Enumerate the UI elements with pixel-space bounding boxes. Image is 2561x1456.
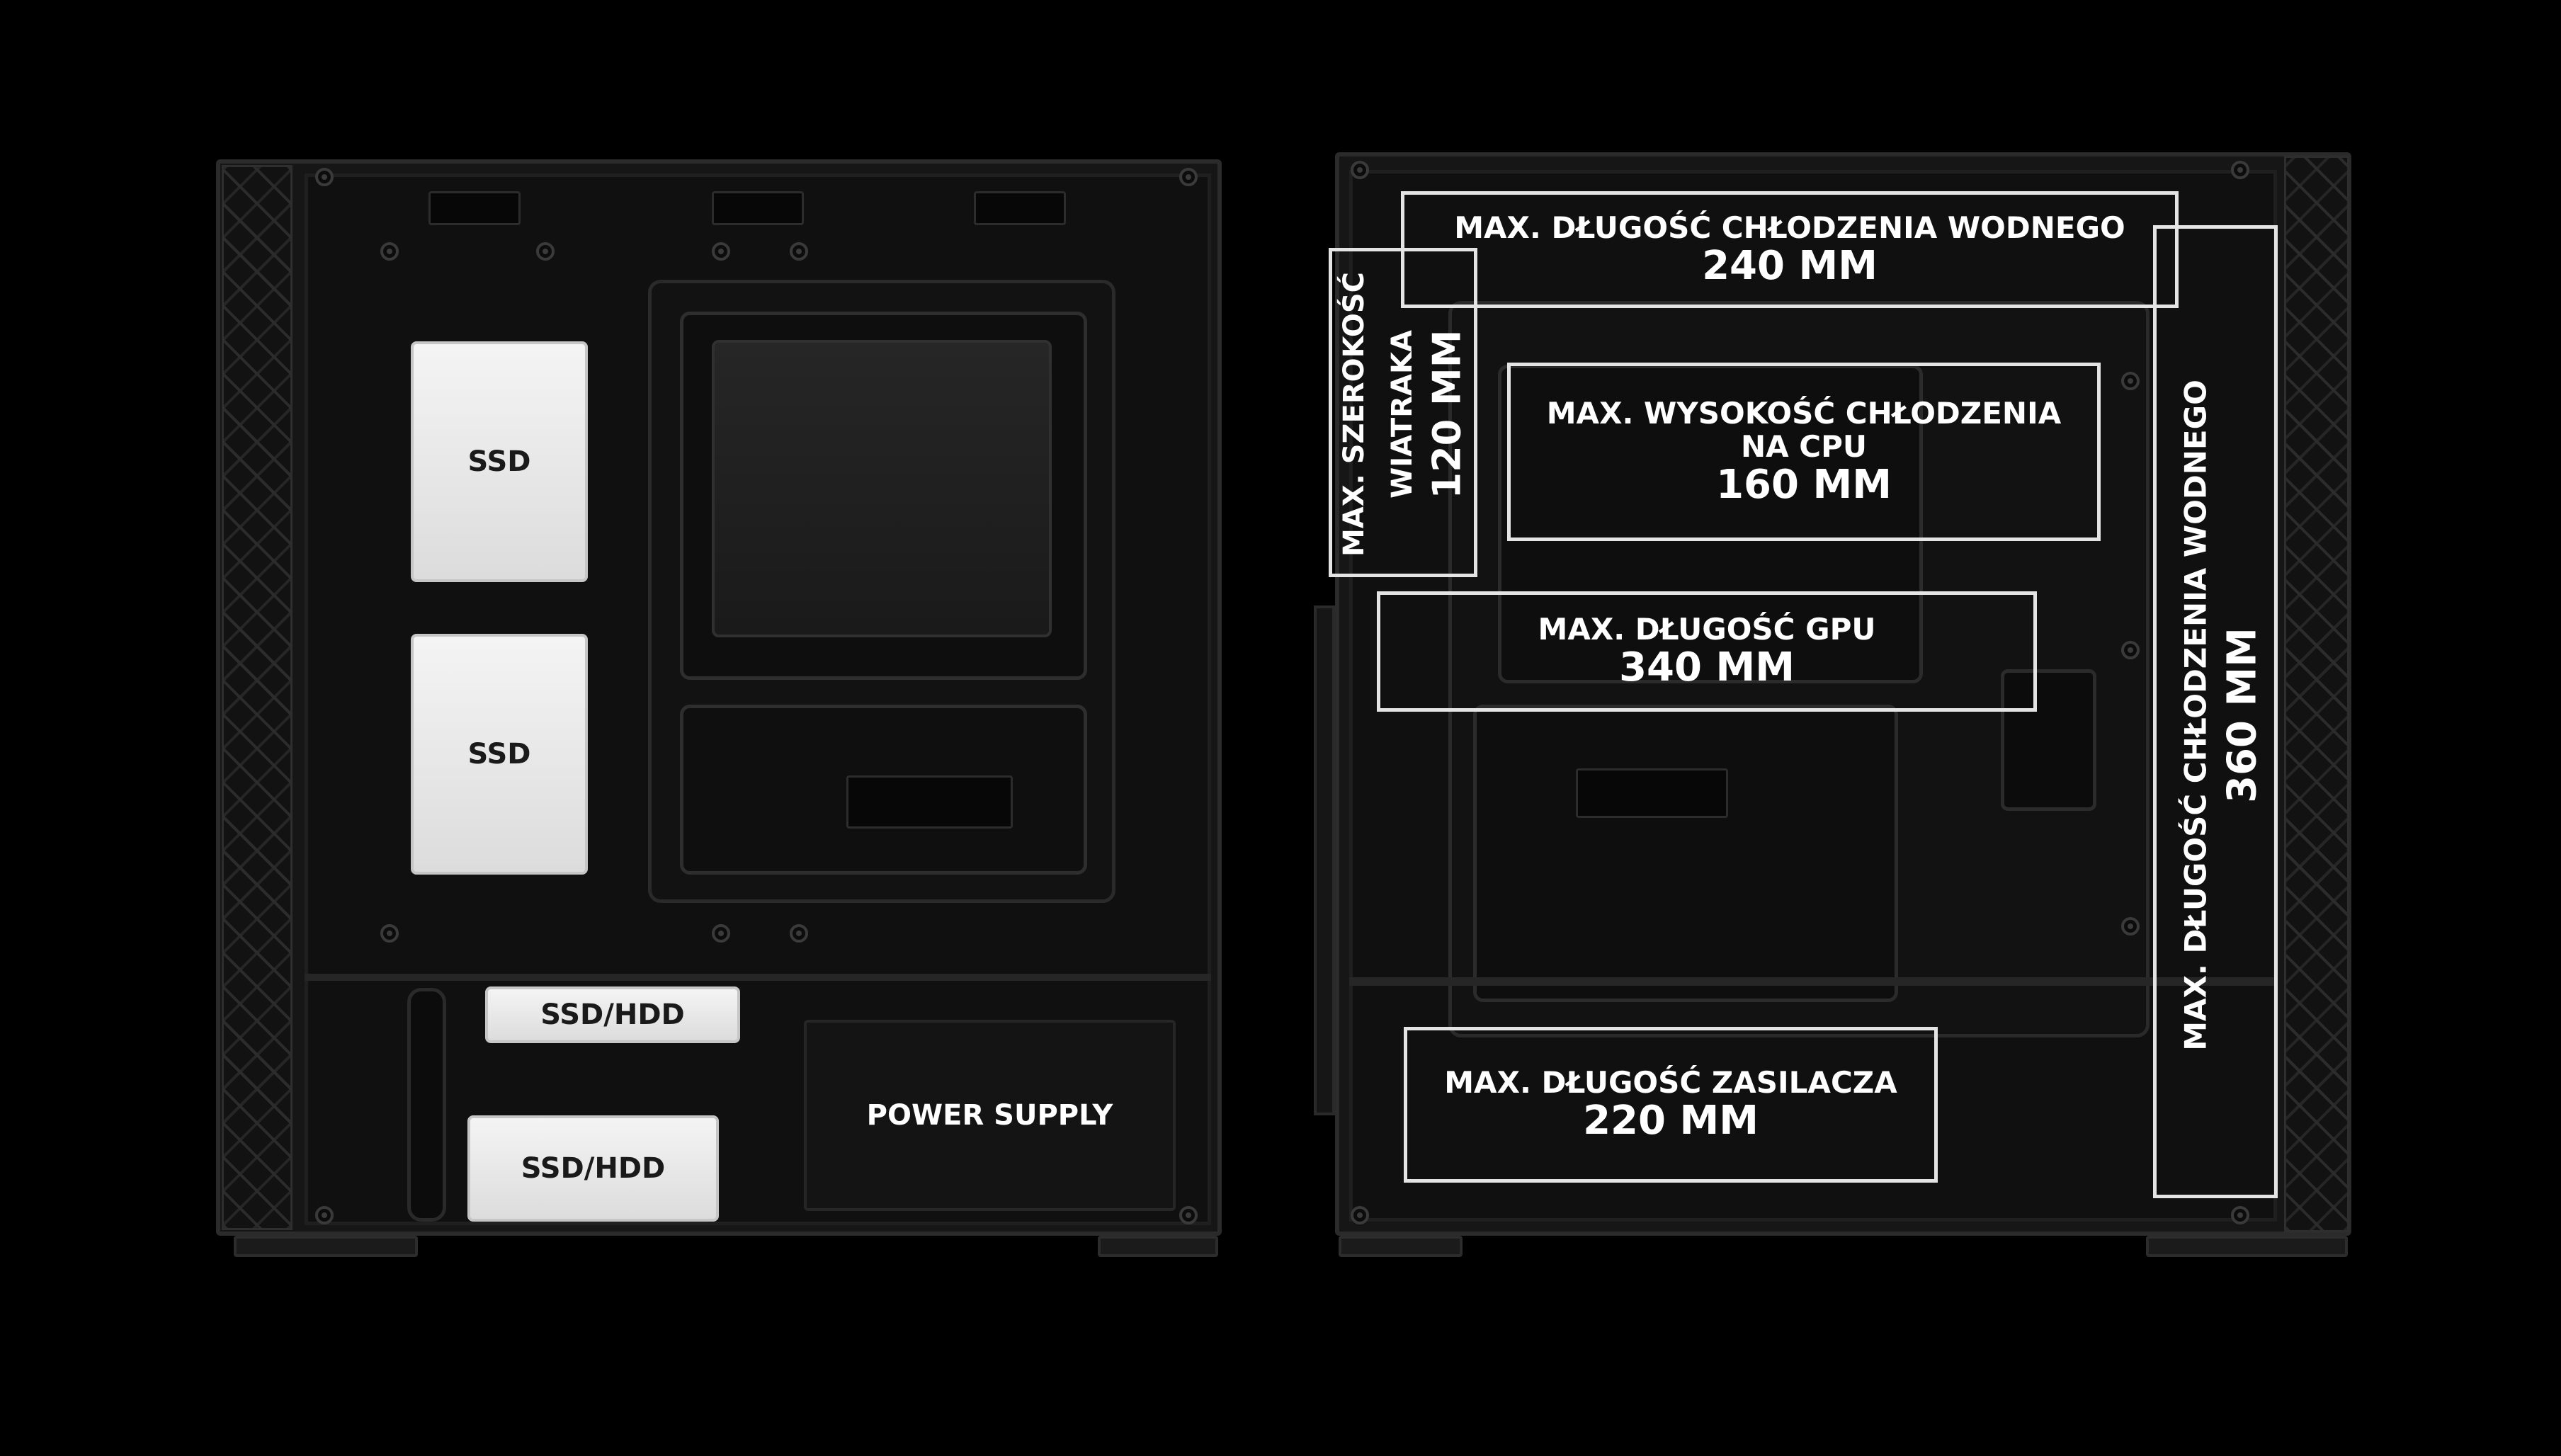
right-case-foot-front: [2146, 1236, 2348, 1257]
right-psu-shroud: [1349, 977, 2277, 986]
ssd-bay-2-label: SSD: [467, 738, 531, 770]
screw: [790, 242, 808, 261]
screw: [2121, 917, 2140, 935]
front-radiator-label: MAX. DŁUGOŚĆ CHŁODZENIA WODNEGO: [2178, 380, 2213, 1051]
right-side-cutout: [2001, 669, 2096, 811]
hdd-bay-1: SSD/HDD: [485, 986, 740, 1043]
hdd-bay-2-label: SSD/HDD: [521, 1152, 666, 1185]
screw: [1179, 168, 1198, 186]
gpu-label: MAX. DŁUGOŚĆ GPU: [1538, 612, 1876, 647]
front-radiator-value: 360 MM: [2219, 627, 2266, 803]
screw: [380, 924, 399, 943]
cpu-cooler-label-line1: MAX. WYSOKOŚĆ CHŁODZENIA: [1546, 395, 2062, 431]
ssd-bay-1-label: SSD: [467, 445, 531, 478]
right-cable-slot: [1576, 768, 1728, 818]
screw: [2121, 372, 2140, 390]
screw: [2231, 1206, 2249, 1224]
cpu-cooler-value: 160 MM: [1716, 461, 1892, 508]
screw: [790, 924, 808, 943]
hdd-bay-2: SSD/HDD: [467, 1115, 719, 1222]
right-front-mesh: [2284, 156, 2349, 1232]
screw: [2231, 161, 2249, 179]
left-top-vent-1: [428, 191, 521, 225]
psu-length-value: 220 MM: [1583, 1098, 1759, 1144]
screw: [536, 242, 555, 261]
right-case-foot-rear: [1339, 1236, 1463, 1257]
gpu-annotation: MAX. DŁUGOŚĆ GPU 340 MM: [1377, 591, 2037, 712]
fan-width-annotation: [1329, 248, 1477, 577]
screw: [1351, 1206, 1369, 1224]
top-radiator-label: MAX. DŁUGOŚĆ CHŁODZENIA WODNEGO: [1454, 210, 2125, 245]
tray-cable-slot: [846, 775, 1013, 829]
cpu-cooler-annotation: MAX. WYSOKOŚĆ CHŁODZENIA NA CPU 160 MM: [1507, 363, 2101, 541]
screw: [380, 242, 399, 261]
left-case-foot-rear: [1098, 1236, 1218, 1257]
cpu-cooler-label-line2: NA CPU: [1741, 428, 1867, 464]
left-top-vent-3: [974, 191, 1066, 225]
gpu-value: 340 MM: [1619, 644, 1795, 691]
basement-fan: [407, 988, 446, 1222]
screw: [712, 242, 730, 261]
top-radiator-value: 240 MM: [1702, 242, 1878, 289]
hdd-bay-1-label: SSD/HDD: [540, 999, 685, 1031]
ssd-bay-1: SSD: [411, 341, 588, 582]
front-radiator-annotation: [2153, 225, 2278, 1198]
screw: [712, 924, 730, 943]
left-front-mesh: [222, 165, 293, 1230]
fan-width-value: 120 MM: [1424, 329, 1470, 499]
screw: [2121, 641, 2140, 659]
power-supply-label: POWER SUPPLY: [866, 1099, 1113, 1132]
top-radiator-annotation: MAX. DŁUGOŚĆ CHŁODZENIA WODNEGO 240 MM: [1401, 191, 2179, 308]
ssd-bay-2: SSD: [411, 634, 588, 875]
screw: [315, 168, 334, 186]
psu-length-label: MAX. DŁUGOŚĆ ZASILACZA: [1444, 1065, 1897, 1100]
fan-width-label-line1: MAX. SZEROKOŚĆ: [1338, 271, 1370, 557]
left-top-vent-2: [712, 191, 804, 225]
right-rear-io-edge: [1314, 605, 1335, 1115]
psu-annotation: MAX. DŁUGOŚĆ ZASILACZA 220 MM: [1404, 1027, 1938, 1183]
right-case-view: [1314, 152, 2351, 1257]
cpu-cutout-window: [712, 340, 1052, 637]
psu-shroud-divider: [305, 974, 1211, 981]
power-supply: POWER SUPPLY: [804, 1020, 1176, 1211]
left-case-foot-front: [234, 1236, 418, 1257]
left-case-view: SSD SSD SSD/HDD SSD/HDD POWER SUPPLY: [216, 159, 1222, 1257]
screw: [1179, 1206, 1198, 1224]
right-cpu-backplate-cutout: [1498, 365, 1923, 683]
right-lower-cutout: [1473, 705, 1898, 1002]
fan-width-label-line2: WIATRAKA: [1386, 330, 1419, 499]
screw: [315, 1206, 334, 1224]
screw: [1351, 161, 1369, 179]
